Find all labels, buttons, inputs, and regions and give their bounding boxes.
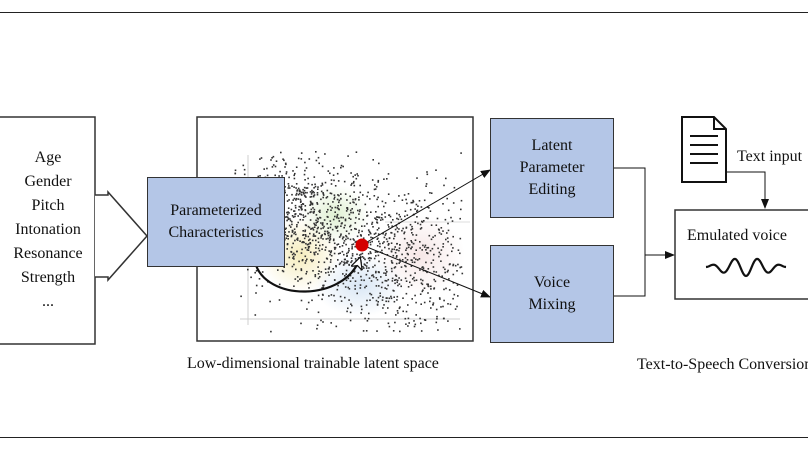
edit-box-line3: Editing	[528, 181, 576, 198]
param-box-line1: Parameterized	[170, 202, 262, 219]
tts-output-box	[674, 209, 808, 300]
edit-box-line1: Latent	[531, 137, 573, 154]
latent-parameter-editing-box: Latent Parameter Editing	[490, 118, 614, 218]
arrow-text-input	[726, 171, 769, 209]
param-box-line2: Characteristics	[168, 224, 264, 241]
cluster-blob-pink	[375, 215, 465, 295]
latent-point	[355, 238, 369, 252]
bottom-rule	[0, 437, 808, 438]
emulated-voice-label: Emulated voice	[687, 227, 787, 244]
attribute-item: Pitch	[31, 197, 65, 214]
connector-mixing	[614, 255, 646, 297]
attributes-box	[0, 116, 96, 345]
voice-mixing-box: Voice Mixing	[490, 245, 614, 343]
attribute-item: ...	[42, 293, 54, 310]
waveform-icon	[705, 257, 787, 278]
mix-box-line1: Voice	[533, 274, 571, 291]
top-rule	[0, 12, 808, 13]
attribute-item: Strength	[20, 269, 76, 286]
attribute-item: Intonation	[15, 221, 81, 238]
cluster-blob-green	[300, 185, 370, 245]
tts-caption: Text-to-Speech Conversion	[637, 356, 808, 373]
attribute-item: Gender	[24, 173, 72, 190]
attribute-item: Resonance	[13, 245, 83, 262]
mix-box-line2: Mixing	[528, 296, 576, 313]
document-icon	[681, 116, 727, 183]
connector-editing	[614, 167, 646, 255]
interpolation-curve-arrow	[253, 258, 360, 293]
text-input-label: Text input	[737, 148, 803, 165]
hollow-arrow-icon	[95, 190, 149, 282]
arrow-to-mixing	[361, 244, 491, 298]
attribute-item: Age	[34, 149, 62, 166]
arrow-to-editing	[361, 169, 491, 246]
attribute-list: Age Gender Pitch Intonation Resonance St…	[0, 146, 96, 314]
parameterized-characteristics-box: Parameterized Characteristics	[147, 177, 285, 267]
edit-box-line2: Parameter	[519, 159, 585, 176]
latent-space-caption: Low-dimensional trainable latent space	[187, 355, 439, 372]
